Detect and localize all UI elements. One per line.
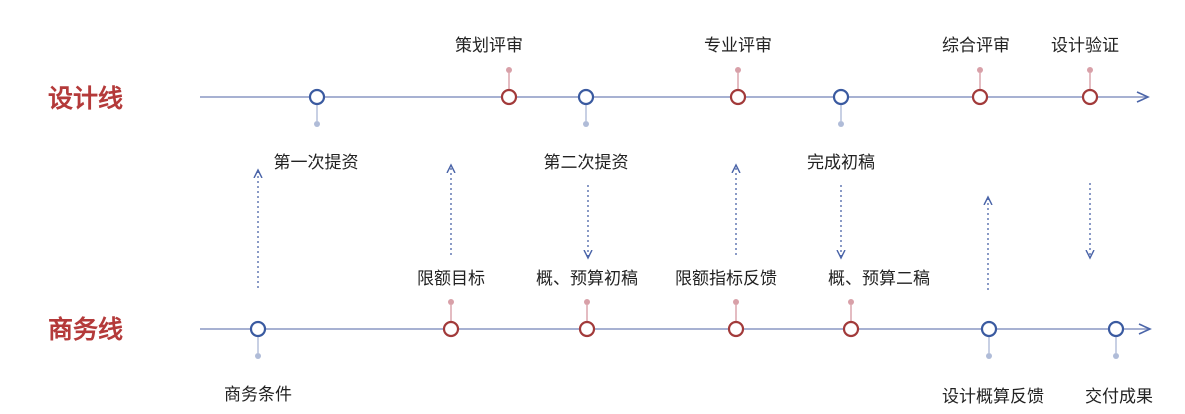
design-estimate-feedback-node [980, 320, 998, 338]
draft-complete-tick-dot [838, 121, 844, 127]
first-submission-tick-dot [314, 121, 320, 127]
design-line-title: 设计线 [48, 84, 124, 113]
label-limit-indicator-feedback: 限额指标反馈 [675, 269, 777, 289]
label-design-verification: 设计验证 [1051, 36, 1119, 56]
estimate-second-tick-dot [848, 299, 854, 305]
label-first-draft-complete: 完成初稿 [807, 153, 875, 173]
limit-target-tick-dot [448, 299, 454, 305]
first-submission-node [308, 88, 326, 106]
comprehensive-review-node [971, 88, 989, 106]
limit-feedback-node [727, 320, 745, 338]
label-design-estimate-feedback: 设计概算反馈 [942, 387, 1044, 407]
business-conditions-tick-dot [255, 353, 261, 359]
label-deliverable: 交付成果 [1085, 387, 1153, 407]
estimate-second-node [842, 320, 860, 338]
estimate-first-node [578, 320, 596, 338]
business-conditions-node [249, 320, 267, 338]
professional-review-node [729, 88, 747, 106]
label-second-submission: 第二次提资 [543, 153, 629, 173]
label-estimate-second-draft: 概、预算二稿 [828, 269, 930, 289]
comprehensive-review-tick-dot [977, 67, 983, 73]
design-estimate-feedback-tick-dot [986, 353, 992, 359]
label-first-submission: 第一次提资 [273, 153, 359, 173]
business-line-title: 商务线 [48, 315, 124, 344]
second-submission-tick-dot [583, 121, 589, 127]
label-comprehensive-review: 综合评审 [942, 36, 1010, 56]
draft-complete-node [832, 88, 850, 106]
planning-review-tick-dot [506, 67, 512, 73]
label-estimate-first-draft: 概、预算初稿 [536, 269, 638, 289]
design-verification-node [1081, 88, 1099, 106]
professional-review-tick-dot [735, 67, 741, 73]
label-business-conditions: 商务条件 [224, 385, 292, 405]
label-limit-target: 限额目标 [417, 269, 485, 289]
planning-review-node [500, 88, 518, 106]
label-professional-review: 专业评审 [704, 36, 772, 56]
second-submission-node [577, 88, 595, 106]
limit-feedback-tick-dot [733, 299, 739, 305]
label-planning-review: 策划评审 [455, 36, 523, 56]
estimate-first-tick-dot [584, 299, 590, 305]
deliverable-node [1107, 320, 1125, 338]
limit-target-node [442, 320, 460, 338]
deliverable-tick-dot [1113, 353, 1119, 359]
design-verification-tick-dot [1087, 67, 1093, 73]
